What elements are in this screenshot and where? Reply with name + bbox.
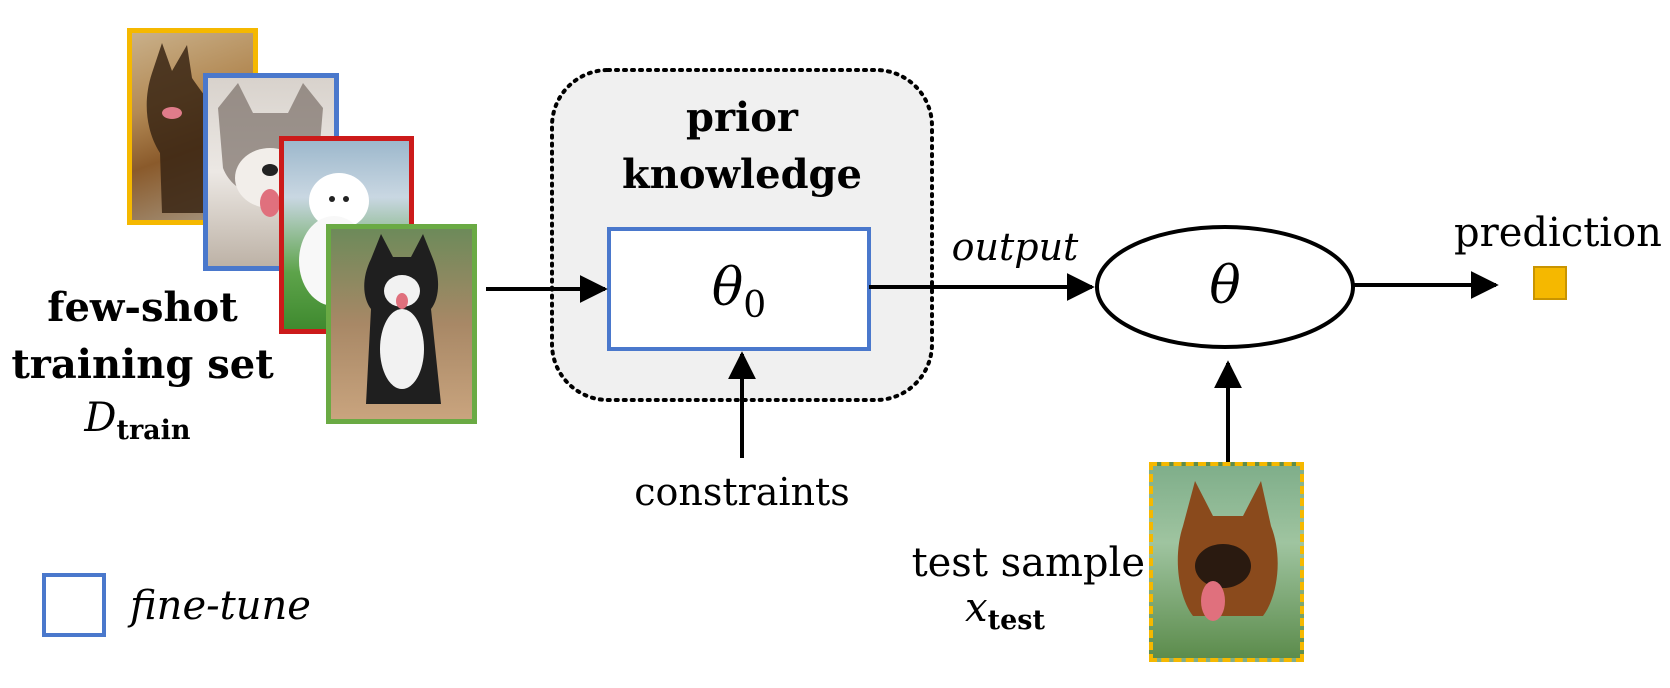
- legend-swatch: [42, 573, 106, 637]
- legend-label: fine-tune: [130, 583, 311, 629]
- theta0-box: [607, 227, 871, 351]
- theta0-label: θ0: [609, 262, 869, 324]
- constraints-label: constraints: [634, 470, 850, 514]
- test-sample-label: test sample: [911, 540, 1145, 586]
- training-set-title-line1: few-shot: [47, 284, 238, 331]
- test-sample-symbol-main: x: [965, 585, 988, 631]
- output-label: output: [951, 225, 1079, 269]
- prediction-label: prediction: [1454, 210, 1662, 256]
- theta0-subscript: 0: [743, 285, 767, 326]
- test-sample-symbol: xtest: [905, 588, 1105, 634]
- training-set-symbol-main: D: [84, 395, 117, 441]
- prior-knowledge-title-line1: prior: [686, 94, 798, 141]
- model-theta-label: θ: [1209, 256, 1241, 316]
- prediction-marker: [1533, 266, 1567, 300]
- malamute-dog-photo: [326, 224, 477, 424]
- test-sample-photo: [1149, 462, 1304, 662]
- training-set-title-line2: training set: [11, 341, 274, 388]
- training-set-symbol-sub: train: [116, 415, 191, 446]
- theta0-symbol: θ: [711, 258, 744, 318]
- training-set-symbol: Dtrain: [0, 398, 275, 444]
- test-sample-symbol-sub: test: [987, 605, 1045, 636]
- prior-knowledge-title-line2: knowledge: [622, 151, 862, 198]
